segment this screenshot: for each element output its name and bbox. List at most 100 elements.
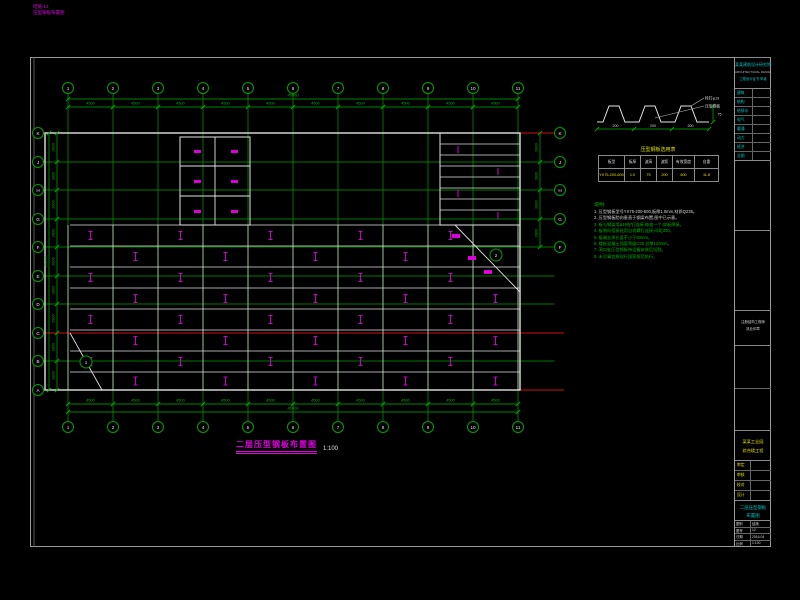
discipline-label: 暖通 <box>737 126 745 131</box>
svg-text:9: 9 <box>427 86 430 91</box>
note-line: 3. 板与钢梁用φ19栓钉连接,每波一个,穿板焊接。 <box>594 221 684 227</box>
table-cell: YX75-200-600 <box>599 169 625 182</box>
project-name: 综合楼工程 <box>742 448 764 453</box>
svg-text:G: G <box>36 217 40 222</box>
tb-company: 某某建筑设计研究院 ARCHITECTURAL DESIGN INSTITUTE 工… <box>735 57 771 88</box>
svg-text:F: F <box>37 245 40 250</box>
red-axis-lines <box>32 132 564 391</box>
svg-text:4500: 4500 <box>221 102 229 106</box>
info-value: 1:100 <box>752 541 761 546</box>
svg-text:4500: 4500 <box>491 399 499 403</box>
svg-text:B: B <box>36 359 39 364</box>
discipline-label: 给排水 <box>737 108 749 113</box>
svg-text:200: 200 <box>650 124 656 128</box>
discipline-row: 经济 <box>735 143 771 152</box>
tb-stamp: 注册结构工程师执业印章 <box>735 310 771 345</box>
stamp-line: 注册结构工程师 <box>741 320 765 324</box>
svg-text:3: 3 <box>157 425 160 430</box>
svg-text:D: D <box>36 302 40 307</box>
table-header-cell: 板型 <box>599 156 625 169</box>
svg-text:7: 7 <box>337 425 340 430</box>
svg-text:4500: 4500 <box>401 399 409 403</box>
svg-text:K: K <box>36 131 40 136</box>
svg-text:2800: 2800 <box>52 286 56 294</box>
svg-text:4500: 4500 <box>176 399 184 403</box>
svg-text:200: 200 <box>613 124 619 128</box>
svg-text:2: 2 <box>112 86 115 91</box>
svg-text:4500: 4500 <box>446 102 454 106</box>
drawing-name: 布置图 <box>746 513 760 518</box>
tb-name: 二层压型钢板布置图 <box>735 500 771 520</box>
info-label: 日期 <box>736 535 743 540</box>
grid-lines <box>44 94 555 422</box>
discipline-label: 电气 <box>737 117 745 122</box>
structure-lines <box>44 132 521 391</box>
svg-text:K: K <box>558 131 562 136</box>
svg-text:9: 9 <box>427 425 430 430</box>
svg-text:H: H <box>36 188 39 193</box>
info-label: 图别 <box>736 522 743 527</box>
sign-row: 校对 <box>735 481 771 491</box>
info-value: 结施 <box>752 522 759 527</box>
discipline-label: 动力 <box>737 135 745 140</box>
svg-text:45000: 45000 <box>287 93 299 98</box>
svg-text:2800: 2800 <box>52 200 56 208</box>
svg-text:J: J <box>37 160 39 165</box>
svg-text:8: 8 <box>382 86 385 91</box>
discipline-row: 动力 <box>735 134 771 143</box>
svg-text:7: 7 <box>337 86 340 91</box>
notes-block: 说明: 1. 压型钢板型号YX75-200-600,板厚1.0mm,材质Q235… <box>594 202 740 260</box>
tb-blank-c <box>735 345 771 430</box>
svg-text:5: 5 <box>247 86 250 91</box>
svg-text:4500: 4500 <box>131 102 139 106</box>
discipline-row: 总图 <box>735 152 771 160</box>
svg-text:4: 4 <box>202 425 205 430</box>
discipline-row: 电气 <box>735 116 771 125</box>
company-cert: 工程设计证书 甲级 <box>739 77 767 81</box>
table-cell: 600 <box>673 169 695 182</box>
corner-stamp-line1: 结施-12 <box>33 4 49 9</box>
note-line: 7. 洞口处压型钢板待设备安装后切割。 <box>594 247 666 253</box>
sheet-frame <box>30 57 771 547</box>
discipline-row: 给排水 <box>735 107 771 116</box>
svg-text:4500: 4500 <box>131 399 139 403</box>
svg-text:栓钉φ19: 栓钉φ19 <box>705 96 719 101</box>
svg-text:4500: 4500 <box>221 399 229 403</box>
discipline-label: 总图 <box>737 153 745 158</box>
info-row: 日期 2016.04 <box>735 534 771 541</box>
svg-text:75: 75 <box>718 113 722 117</box>
corner-stamp: 结施-12 压型钢板布置图 <box>33 4 65 15</box>
svg-text:10: 10 <box>470 86 476 91</box>
company-name: 某某建筑设计研究院 <box>735 62 771 67</box>
svg-text:G: G <box>558 217 562 222</box>
info-row: 图别 结施 <box>735 521 771 528</box>
sign-row: 审定 <box>735 461 771 471</box>
svg-text:25200: 25200 <box>43 255 48 267</box>
svg-text:200: 200 <box>688 124 694 128</box>
discipline-row: 结构 <box>735 98 771 107</box>
note-line: 2. 压型钢板肋向垂直于钢梁布置,图中已示意。 <box>594 215 680 221</box>
sign-label: 设计 <box>737 493 745 497</box>
svg-text:2800: 2800 <box>535 143 539 151</box>
company-name-en: ARCHITECTURAL DESIGN INSTITUTE <box>735 70 771 74</box>
svg-text:5: 5 <box>247 425 250 430</box>
info-value: 2016.04 <box>752 534 765 539</box>
note-line: 8. 未尽事宜按现行国家规范执行。 <box>594 253 658 259</box>
svg-text:2800: 2800 <box>52 371 56 379</box>
svg-text:2: 2 <box>112 425 115 430</box>
notes-heading: 说明: <box>594 202 606 208</box>
svg-text:2800: 2800 <box>535 229 539 237</box>
svg-text:2800: 2800 <box>52 229 56 237</box>
svg-text:2800: 2800 <box>52 314 56 322</box>
svg-text:A: A <box>36 388 40 393</box>
svg-text:4500: 4500 <box>401 102 409 106</box>
svg-text:2800: 2800 <box>52 343 56 351</box>
svg-text:压型钢板: 压型钢板 <box>705 104 720 109</box>
sign-row: 审核 <box>735 471 771 481</box>
table-header-cell: 波距 <box>657 156 673 169</box>
svg-text:8: 8 <box>382 425 385 430</box>
note-line: 6. 楼板混凝土强度等级C30,总厚120mm。 <box>594 241 672 247</box>
svg-text:4500: 4500 <box>86 399 94 403</box>
